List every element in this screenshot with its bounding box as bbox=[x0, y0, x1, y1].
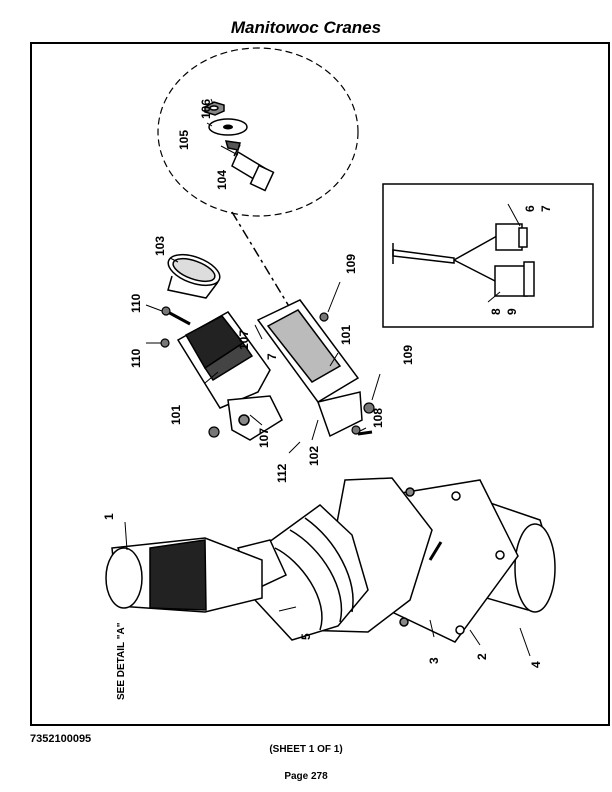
callout-103: 103 bbox=[153, 236, 167, 256]
sheet-indicator: (SHEET 1 OF 1) bbox=[269, 744, 343, 755]
connector-detail-illustration bbox=[392, 223, 535, 297]
callout-110-bottom: 110 bbox=[129, 348, 143, 368]
leader-lines bbox=[124, 98, 531, 657]
handle-grip-right bbox=[256, 299, 363, 438]
callout-101-left: 101 bbox=[169, 405, 183, 425]
drawing-frame bbox=[30, 42, 610, 726]
callout-5: 5 bbox=[299, 633, 313, 640]
callout-109-lower: 109 bbox=[401, 345, 415, 365]
callout-107-upper: 107 bbox=[237, 330, 251, 350]
callout-3: 3 bbox=[427, 657, 441, 664]
document-number: 7352100095 bbox=[30, 733, 92, 745]
nut-part-106 bbox=[204, 101, 225, 116]
callout-8: 8 bbox=[489, 308, 503, 315]
joystick-handle-part-1 bbox=[105, 537, 263, 613]
fasteners bbox=[160, 306, 375, 438]
detail-leader-line bbox=[231, 211, 291, 309]
switch-part-104 bbox=[224, 140, 275, 192]
callout-105: 105 bbox=[177, 130, 191, 150]
handle-bracket-left bbox=[227, 395, 283, 441]
handle-grip-left bbox=[176, 311, 271, 409]
washer-hole bbox=[223, 124, 233, 130]
boot-ring-part-103 bbox=[167, 253, 221, 299]
callout-1: 1 bbox=[102, 513, 116, 520]
callout-102: 102 bbox=[307, 446, 321, 466]
callout-110-top: 110 bbox=[129, 293, 143, 313]
callout-2: 2 bbox=[475, 653, 489, 660]
detail-box bbox=[382, 183, 594, 328]
bolt-part-3 bbox=[428, 541, 443, 561]
callout-7-handle: 7 bbox=[265, 353, 279, 360]
see-detail-note: SEE DETAIL "A" bbox=[116, 622, 127, 700]
callout-109-upper: 109 bbox=[344, 254, 358, 274]
callout-104: 104 bbox=[215, 170, 229, 190]
callout-6: 6 bbox=[523, 205, 537, 212]
page-title: Manitowoc Cranes bbox=[230, 18, 382, 37]
callout-106: 106 bbox=[199, 99, 213, 119]
callout-112: 112 bbox=[275, 463, 289, 483]
detail-a-circle bbox=[157, 47, 359, 217]
page-number: Page 278 bbox=[284, 771, 328, 782]
callout-107-lower: 107 bbox=[257, 428, 271, 448]
rubber-boot bbox=[254, 504, 369, 641]
callout-7: 7 bbox=[539, 205, 553, 212]
callout-4: 4 bbox=[529, 661, 543, 668]
callout-9: 9 bbox=[505, 308, 519, 315]
callout-101-right: 101 bbox=[339, 325, 353, 345]
callout-108: 108 bbox=[371, 408, 385, 428]
